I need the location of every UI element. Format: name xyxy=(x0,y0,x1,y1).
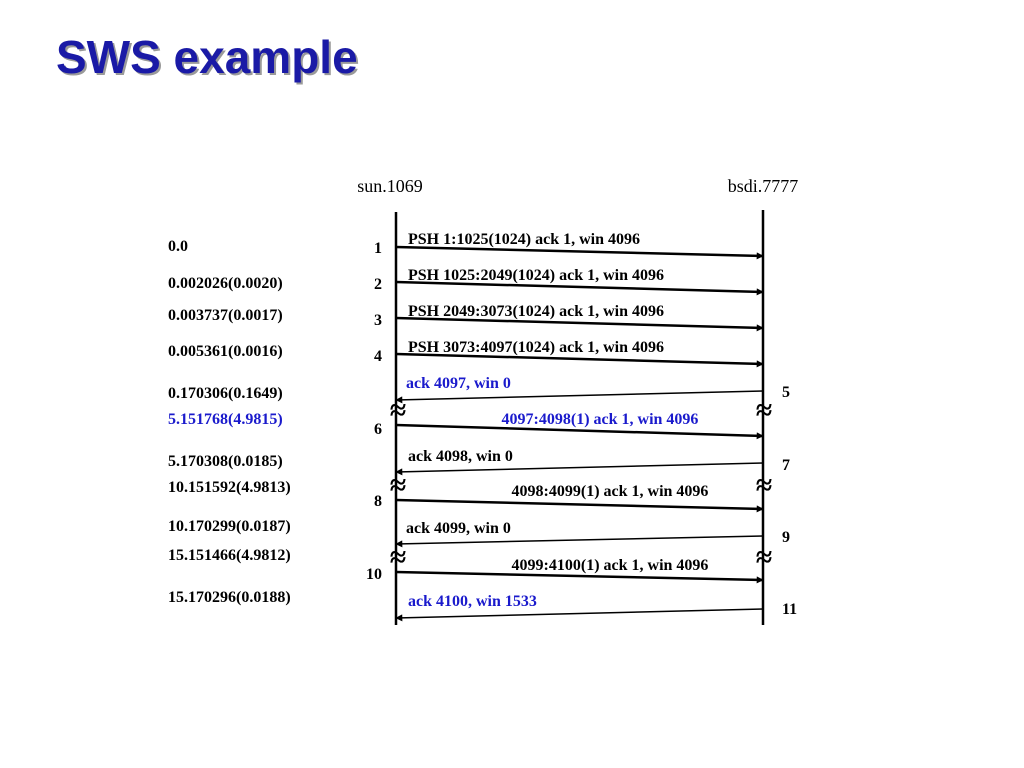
segment-arrow xyxy=(395,570,764,584)
time-break-mark: ≈ xyxy=(756,541,772,574)
segment-label: ack 4098, win 0 xyxy=(408,448,513,465)
segment-label: 4099:4100(1) ack 1, win 4096 xyxy=(512,557,709,574)
timestamp-label: 0.170306(0.1649) xyxy=(168,385,283,402)
segment-number: 9 xyxy=(782,529,790,546)
segment-number: 5 xyxy=(782,384,790,401)
segment-label: 4097:4098(1) ack 1, win 4096 xyxy=(502,411,699,428)
timestamp-label: 0.0 xyxy=(168,238,188,255)
segment-arrow xyxy=(395,535,764,548)
time-break-mark: ≈ xyxy=(390,469,406,502)
segment-number: 7 xyxy=(782,457,790,474)
segment-number: 8 xyxy=(374,493,382,510)
timestamp-label: 5.151768(4.9815) xyxy=(168,411,283,428)
segment-label: PSH 3073:4097(1024) ack 1, win 4096 xyxy=(408,339,664,356)
segment-label: ack 4097, win 0 xyxy=(406,375,511,392)
segment-arrow xyxy=(395,316,764,332)
timestamp-label: 10.151592(4.9813) xyxy=(168,479,291,496)
timestamp-label: 5.170308(0.0185) xyxy=(168,453,283,470)
segment-arrow xyxy=(395,390,764,404)
segment-label: PSH 1:1025(1024) ack 1, win 4096 xyxy=(408,231,640,248)
segment-number: 2 xyxy=(374,276,382,293)
timestamp-label: 15.170296(0.0188) xyxy=(168,589,291,606)
segment-label: PSH 2049:3073(1024) ack 1, win 4096 xyxy=(408,303,664,320)
timestamp-label: 0.003737(0.0017) xyxy=(168,307,283,324)
timestamp-label: 15.151466(4.9812) xyxy=(168,547,291,564)
time-break-mark: ≈ xyxy=(390,394,406,427)
left-host-label: sun.1069 xyxy=(357,176,423,196)
segment-number: 1 xyxy=(374,240,382,257)
time-break-mark: ≈ xyxy=(756,394,772,427)
segment-number: 6 xyxy=(374,421,382,438)
segment-number: 10 xyxy=(366,566,382,583)
timestamp-label: 10.170299(0.0187) xyxy=(168,518,291,535)
right-host-label: bsdi.7777 xyxy=(728,176,799,196)
segment-arrow xyxy=(395,608,764,622)
time-break-mark: ≈ xyxy=(390,541,406,574)
segment-arrow xyxy=(395,462,764,476)
timestamps-column: 0.0 0.002026(0.0020) 0.003737(0.0017) 0.005… xyxy=(168,238,291,606)
segment-arrow xyxy=(395,245,764,260)
segment-arrow xyxy=(395,498,764,513)
segment-label: ack 4100, win 1533 xyxy=(408,593,537,610)
slide-title: SWS example xyxy=(56,31,358,83)
segment-number: 11 xyxy=(782,601,797,618)
timestamp-label: 0.005361(0.0016) xyxy=(168,343,283,360)
segment-arrow xyxy=(395,423,764,440)
segment-label: ack 4099, win 0 xyxy=(406,520,511,537)
segment-label: 4098:4099(1) ack 1, win 4096 xyxy=(512,483,709,500)
segment-number: 3 xyxy=(374,312,382,329)
segment-number: 4 xyxy=(374,348,382,365)
time-break-mark: ≈ xyxy=(756,469,772,502)
segment-label: PSH 1025:2049(1024) ack 1, win 4096 xyxy=(408,267,664,284)
segment-arrow xyxy=(395,280,764,296)
segment-arrow xyxy=(395,352,764,368)
timestamp-label: 0.002026(0.0020) xyxy=(168,275,283,292)
